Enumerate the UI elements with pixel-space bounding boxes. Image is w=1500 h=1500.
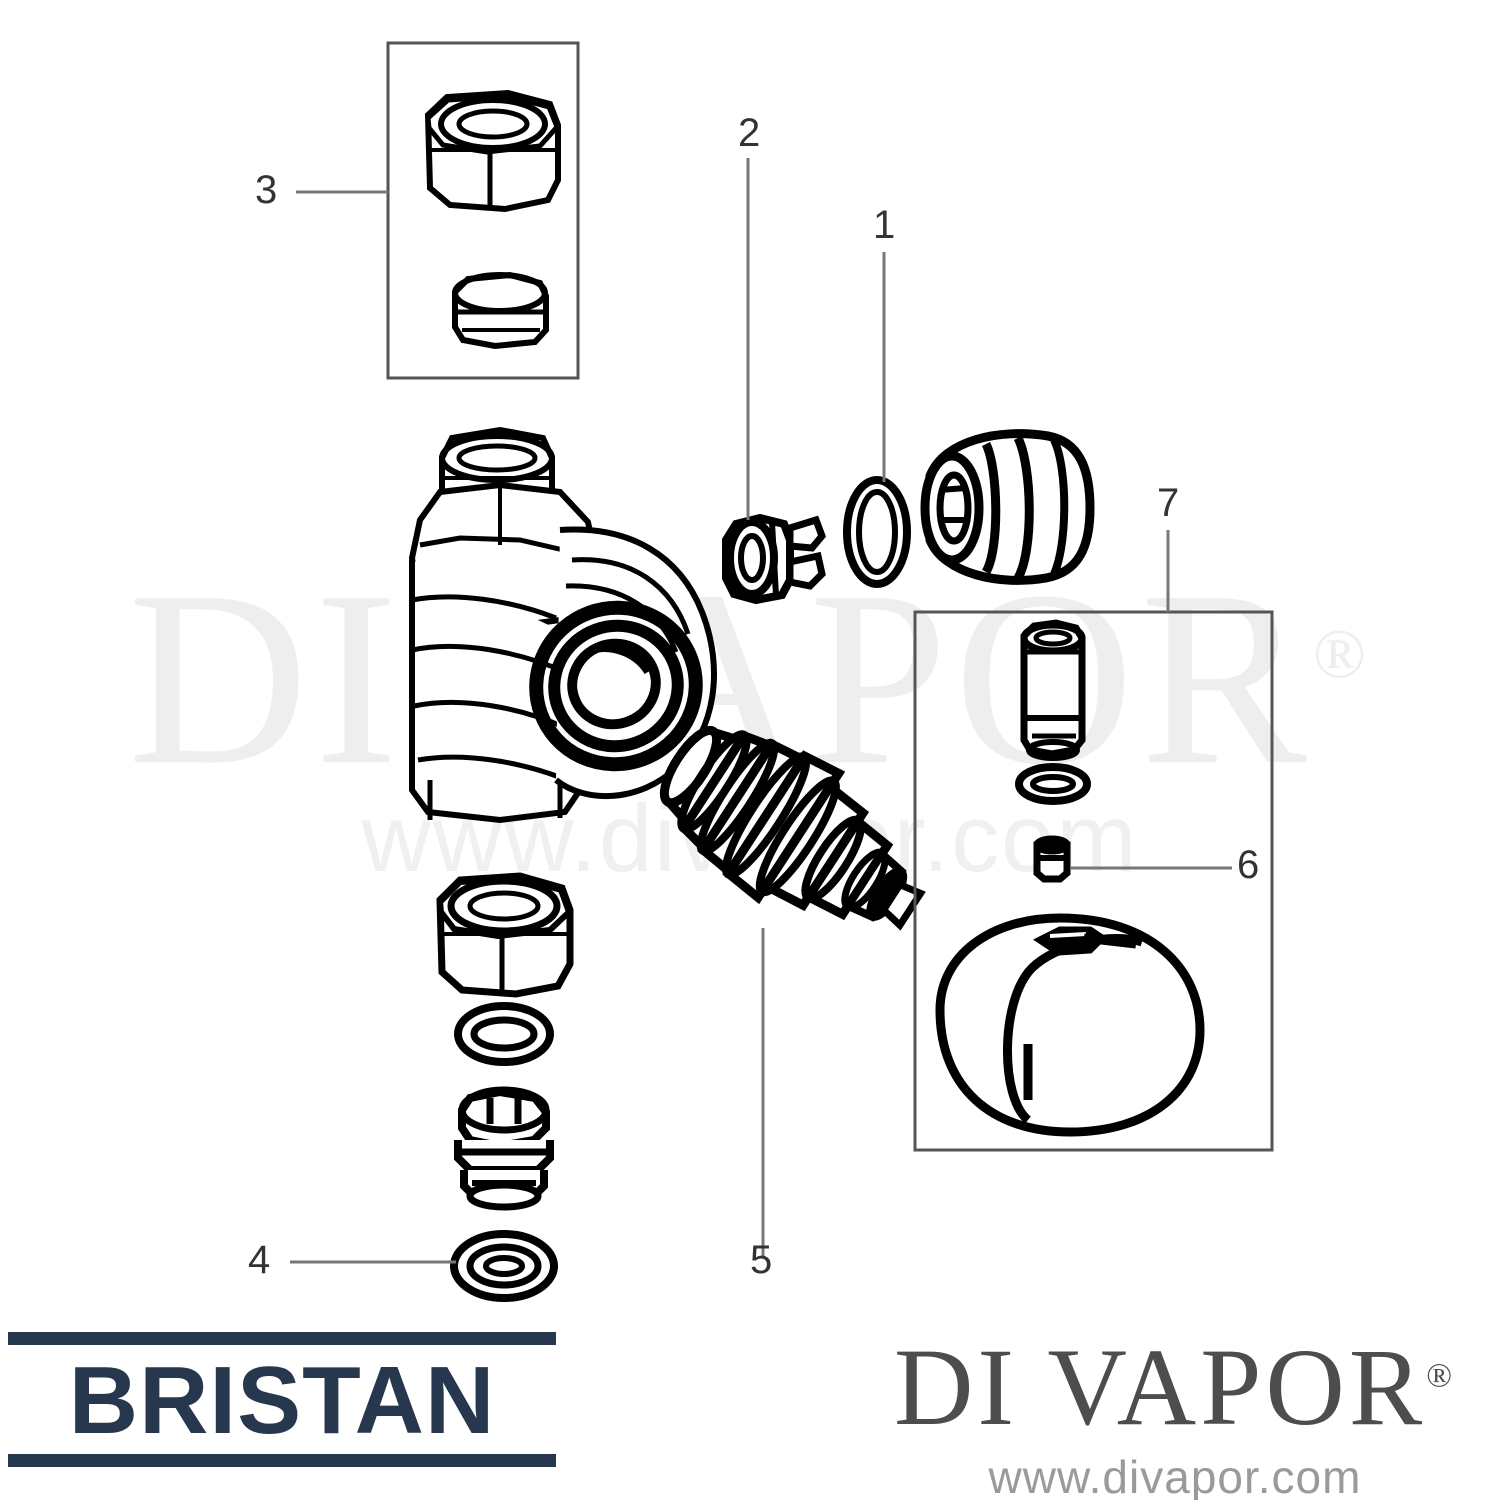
threaded-plug-part xyxy=(920,429,1095,585)
cap-washer-part xyxy=(452,271,549,350)
bristan-wordmark: BRISTAN xyxy=(68,1347,496,1454)
callout-label-5: 5 xyxy=(750,1238,773,1282)
callout-leader-lines xyxy=(290,158,1232,1264)
o-ring-seal-part-1 xyxy=(843,476,911,588)
check-valve-filter-part xyxy=(454,1086,554,1211)
callout-label-7: 7 xyxy=(1157,481,1180,525)
callout-label-6: 6 xyxy=(1237,843,1260,887)
grub-screw-sleeve-part xyxy=(1020,619,1086,761)
handle-shell-part xyxy=(935,913,1205,1137)
flat-washer-part xyxy=(454,1002,554,1066)
divapor-registered-icon: ® xyxy=(1426,1357,1457,1395)
callout-label-2: 2 xyxy=(738,111,761,155)
callout-label-3: 3 xyxy=(255,168,278,212)
bristan-rule-top xyxy=(8,1332,556,1345)
divapor-url: www.divapor.com xyxy=(988,1450,1362,1500)
valve-body-part xyxy=(408,426,717,824)
o-ring-washer-part-4 xyxy=(450,1230,558,1302)
valve-outlet-bore xyxy=(529,600,703,772)
hex-nut-part xyxy=(424,89,561,213)
thermostatic-cartridge-part-5 xyxy=(659,725,926,931)
callout-label-4: 4 xyxy=(248,1238,271,1282)
sleeve-washer-part xyxy=(1015,763,1091,805)
box-7-handle-kit xyxy=(913,610,1274,1152)
box-3-nut-cap-kit xyxy=(386,41,580,380)
bristan-logo: BRISTAN xyxy=(8,1332,556,1467)
bristan-rule-bottom xyxy=(8,1453,556,1467)
small-fitting-part-2 xyxy=(722,513,826,605)
divapor-wordmark: DI VAPOR® xyxy=(893,1326,1457,1448)
divapor-logo: DI VAPOR® www.divapor.com xyxy=(860,1326,1490,1500)
callout-label-1: 1 xyxy=(873,203,896,247)
grub-screw-part-6 xyxy=(1033,835,1071,883)
lower-hex-nut-part xyxy=(436,872,574,998)
lower-stack xyxy=(436,872,574,1302)
